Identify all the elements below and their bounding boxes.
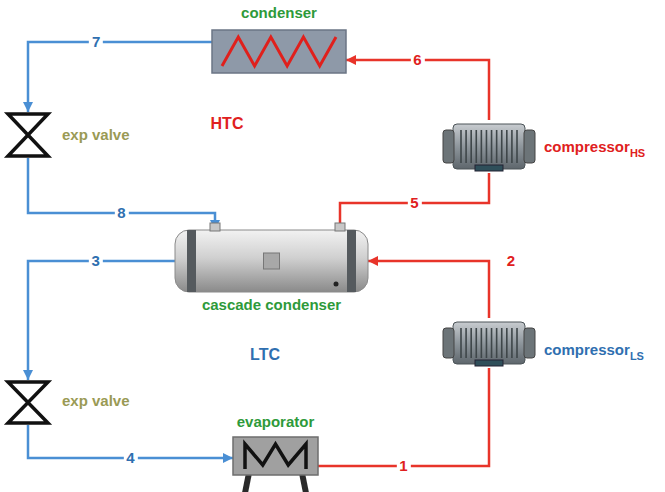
compressor: compressorLS: [443, 318, 535, 368]
compressor: compressorHS: [443, 120, 535, 173]
label-text: compressor: [544, 137, 630, 154]
end-band: [187, 230, 196, 292]
pipe-connector: [28, 42, 212, 112]
label-subscript: HS: [630, 143, 645, 161]
label-subscript: LS: [630, 347, 644, 365]
compressor-shape: [443, 318, 535, 368]
pipe-connector: [368, 261, 489, 318]
state-number: 3: [88, 253, 102, 269]
state-number: 7: [89, 34, 103, 50]
condenser-body: [212, 30, 346, 73]
component-label: exp valve: [62, 392, 130, 410]
component-label: cascade condenser: [202, 296, 341, 314]
evaporator-body: [233, 437, 318, 475]
compressor-fins: [461, 328, 517, 358]
cascade-condenser-shape: [175, 230, 368, 292]
nozzle: [335, 223, 345, 231]
state-number: 6: [410, 52, 424, 68]
evaporator-shape: [233, 437, 318, 475]
nozzle: [210, 223, 220, 231]
compressor-cap: [443, 130, 454, 163]
label-text: cascade condenser: [202, 296, 341, 313]
cycle-label: HTC: [211, 115, 244, 133]
expansion-valve-shape: [6, 380, 50, 425]
pipe-connector: [28, 261, 175, 380]
state-number: 2: [504, 253, 518, 269]
coil-zigzag: [245, 444, 306, 469]
evaporator-pipe: [245, 473, 249, 492]
state-number: 5: [407, 195, 421, 211]
compressor-cap: [524, 130, 535, 163]
pipe-connector: [346, 60, 489, 120]
coil-zigzag: [222, 37, 336, 66]
compressor-body: [453, 124, 525, 169]
compressor-body: [453, 322, 525, 364]
end-band: [347, 230, 356, 292]
condenser-box: condenser: [212, 30, 346, 73]
cascade-condenser: cascade condenser: [175, 230, 368, 292]
label-text: evaporator: [237, 413, 315, 430]
component-label: condenser: [241, 4, 317, 22]
compressor-fins: [461, 130, 517, 163]
component-label: compressorLS: [544, 341, 644, 360]
evaporator: evaporator: [233, 437, 318, 475]
label-text: condenser: [241, 4, 317, 21]
pipe-connector: [340, 173, 489, 230]
evaporator-pipe: [302, 473, 306, 492]
expansion-valve: exp valve: [6, 112, 50, 158]
component-label: evaporator: [237, 413, 315, 431]
compressor-base: [475, 360, 503, 366]
compressor-shape: [443, 120, 535, 173]
compressor-base: [475, 165, 503, 171]
pipe-connector: [318, 368, 489, 466]
pipe-connector: [28, 158, 215, 230]
component-label: exp valve: [62, 126, 130, 144]
component-label: compressorHS: [544, 137, 645, 156]
condenser-box-shape: [212, 30, 346, 73]
state-number: 4: [123, 450, 137, 466]
expansion-valve-shape: [6, 112, 50, 158]
cylinder-shell: [175, 230, 368, 292]
sight-glass: [264, 253, 280, 269]
cycle-label: LTC: [250, 346, 280, 364]
compressor-cap: [524, 328, 535, 358]
drain-dot: [334, 282, 339, 287]
label-text: exp valve: [62, 126, 130, 143]
label-text: exp valve: [62, 392, 130, 409]
label-text: compressor: [544, 341, 630, 358]
valve-symbol: [8, 382, 48, 423]
state-number: 1: [396, 458, 410, 474]
compressor-cap: [443, 328, 454, 358]
expansion-valve: exp valve: [6, 380, 50, 425]
state-number: 8: [114, 205, 128, 221]
valve-symbol: [8, 114, 48, 156]
